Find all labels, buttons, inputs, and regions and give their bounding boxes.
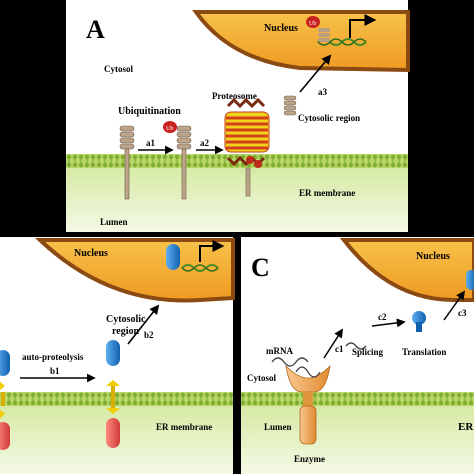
panel-b-dna-strand (181, 264, 219, 272)
enzyme-icon (285, 364, 331, 445)
panel-b-cytosolic-label-1: Cytosolic (106, 314, 146, 325)
panel-c-lumen-label: Lumen (264, 422, 292, 432)
panel-a-protein-2-icon (176, 125, 192, 200)
panel-c-letter: C (251, 253, 270, 282)
c2-label: c2 (378, 312, 387, 322)
panel-c-translated-protein-icon (412, 311, 426, 332)
panel-a-nucleus-coil-icon (318, 28, 330, 42)
panel-a-er-membrane-label: ER membrane (299, 188, 355, 198)
panel-c-nuclear-blue-domain-icon (466, 270, 474, 290)
c3-label: c3 (458, 308, 467, 318)
splicing-label: Splicing (352, 347, 384, 357)
panel-a-lumen-label: Lumen (100, 217, 128, 227)
b2-arrow (127, 304, 160, 345)
b1-label: b1 (50, 366, 60, 376)
panel-b-dna (181, 264, 219, 272)
a1-label: a1 (146, 138, 156, 148)
a2-label: a2 (200, 138, 210, 148)
translation-label: Translation (402, 347, 446, 357)
panel-b-er-membrane (0, 392, 233, 406)
panel-a-nucleus (192, 10, 410, 73)
ubiquitination-label: Ubiquitination (118, 106, 181, 117)
panel-b-cytosolic-label-2: region (112, 326, 139, 337)
panel-a-nucleus-label: Nucleus (264, 23, 298, 34)
a3-label: a3 (318, 87, 328, 97)
panel-a-cytosolic-coil-icon (283, 95, 297, 116)
panel-b-nuclear-blue-domain-icon (166, 244, 180, 270)
panel-c-er-membrane (241, 392, 474, 406)
panel-b-transcription-arrow (199, 240, 225, 262)
panel-c-spliced-mrna (345, 342, 367, 350)
c2-arrow (371, 318, 406, 328)
mrna-label: mRNA (266, 346, 293, 356)
panel-a-cytosolic-region-label: Cytosolic region (298, 113, 360, 123)
panel-a: Nucleus Ub A Cytosol Ubiquitination Prot… (66, 0, 410, 232)
panel-c-er-label: ER (458, 421, 474, 433)
panel-c: Nucleus C mRNA Cytosol Splicing Translat… (241, 237, 474, 474)
c1-label: c1 (335, 344, 344, 354)
panel-b-cleaved-protein-icon (106, 380, 120, 448)
panel-a-letter: A (86, 15, 105, 44)
panel-b-nucleus-label: Nucleus (74, 248, 108, 259)
panel-a-dna-strand (317, 38, 367, 46)
c3-arrow (443, 290, 466, 321)
panel-a-cytosol-label: Cytosol (104, 64, 133, 74)
c1-arrow (323, 328, 343, 359)
panel-a-protein-1-icon (119, 125, 135, 200)
proteosome-label: Proteosome (212, 91, 257, 101)
panel-a-nucleus-ub-icon (306, 16, 320, 28)
b2-label: b2 (144, 330, 154, 340)
panel-c-bound-mrna (295, 366, 321, 378)
enzyme-label: Enzyme (294, 454, 325, 464)
a3-arrow (299, 54, 332, 93)
panel-c-lumen (241, 406, 474, 474)
proteosome-icon (224, 97, 270, 168)
panel-b-er-membrane-label: ER membrane (156, 422, 212, 432)
panel-c-cytosol-label: Cytosol (247, 373, 276, 383)
panel-c-mrna-strand (271, 357, 309, 367)
panel-b: Nucleus Cytosolic region b2 auto-proteol… (0, 237, 235, 474)
ub-icon (163, 121, 177, 133)
panel-b-cytosolic-blue-domain-icon (106, 340, 120, 366)
auto-proteolysis-label: auto-proteolysis (22, 352, 84, 362)
panel-a-nucleus-ub-label: Ub (309, 21, 316, 27)
panel-c-nucleus-label: Nucleus (416, 251, 450, 262)
panel-b-nucleus (34, 238, 235, 303)
panel-a-transcription-arrow (349, 14, 377, 38)
ub-label: Ub (166, 126, 173, 132)
panel-b-full-protein-icon (0, 350, 10, 450)
panel-a-protein-3-tm-icon (245, 167, 251, 197)
panel-a-lumen (66, 168, 408, 232)
